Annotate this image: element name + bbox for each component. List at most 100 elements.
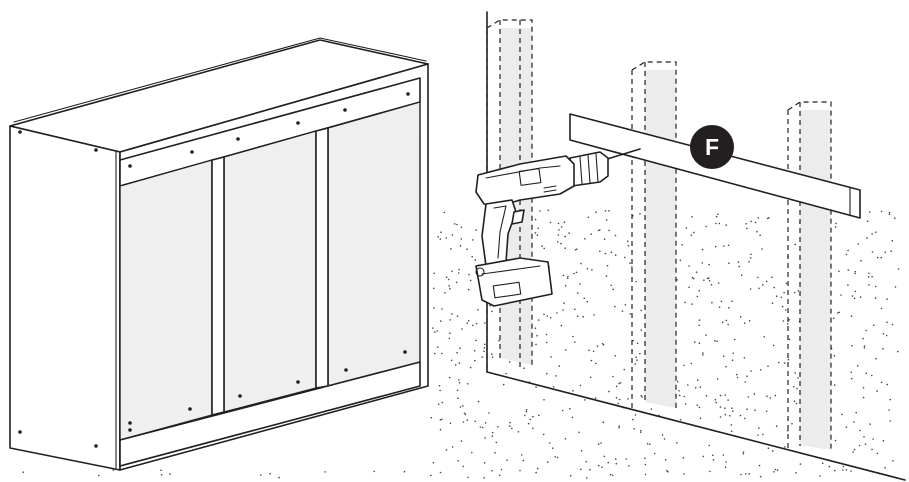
stipple-dot [594, 397, 597, 399]
stipple-dot [873, 324, 875, 327]
stipple-dot [441, 352, 443, 355]
stipple-dot [564, 247, 566, 249]
stipple-dot [434, 352, 436, 355]
stipple-dot [600, 442, 602, 444]
stipple-dot [875, 357, 877, 360]
stipple-dot [579, 283, 581, 285]
stipple-dot [535, 343, 537, 346]
stipple-dot [618, 382, 620, 385]
stipple-dot [834, 439, 837, 442]
stipple-dot [635, 280, 637, 283]
stipple-dot [758, 287, 760, 290]
stipple-dot [461, 328, 463, 330]
stipple-dot [748, 320, 751, 322]
stipple-dot [112, 469, 115, 471]
stipple-dot [545, 341, 548, 344]
stipple-dot [484, 437, 486, 439]
stipple-dot [859, 429, 861, 432]
stipple-dot [450, 359, 453, 362]
stipple-dot [441, 308, 443, 310]
stipple-dot [683, 395, 685, 398]
stipple-dot [460, 226, 463, 229]
stipple-dot [602, 421, 605, 424]
stipple-dot [850, 371, 852, 374]
stipple-dot [636, 342, 639, 345]
stipple-dot [463, 412, 466, 415]
stipple-dot [439, 238, 442, 240]
stipple-dot [569, 474, 572, 477]
stipple-dot [439, 320, 442, 322]
stipple-dot [708, 444, 710, 447]
stipple-dot [835, 222, 837, 225]
stipple-dot [772, 344, 775, 347]
stipple-dot [743, 322, 746, 324]
stipple-dot [469, 279, 472, 282]
stipple-dot [788, 319, 791, 321]
stipple-dot [629, 262, 631, 264]
stipple-dot [571, 416, 574, 419]
stipple-dot [739, 414, 742, 417]
stipple-dot [448, 337, 451, 340]
stipple-dot [621, 310, 624, 312]
stipple-dot [691, 303, 693, 305]
stipple-dot [736, 376, 739, 379]
stipple-dot [445, 276, 448, 279]
stipple-dot [731, 359, 734, 362]
stipple-dot [897, 268, 900, 270]
stipple-dot [687, 384, 689, 386]
stipple-dot [716, 378, 719, 380]
stipple-dot [640, 395, 642, 397]
stipple-dot [748, 261, 750, 263]
stipple-dot [595, 362, 597, 365]
stipple-dot [705, 394, 708, 397]
stipple-dot [440, 418, 443, 421]
stipple-dot [851, 344, 853, 347]
stipple-dot [562, 274, 565, 277]
stipple-dot [614, 354, 616, 357]
stipple-dot [635, 356, 637, 359]
stipple-dot [774, 394, 777, 397]
stipple-dot [850, 315, 853, 318]
stipple-dot [564, 284, 567, 287]
stipple-dot [739, 316, 742, 318]
stipple-dot [615, 397, 618, 399]
stipple-dot [603, 455, 606, 458]
stipple-dot [618, 427, 620, 429]
stipple-dot [678, 390, 680, 392]
stipple-dot [269, 472, 272, 475]
stipple-dot [763, 336, 765, 338]
stipple-dot [847, 269, 850, 271]
stipple-dot [619, 382, 622, 384]
stipple-dot [758, 464, 761, 467]
stipple-dot [483, 347, 486, 349]
stipple-dot [491, 435, 494, 437]
stipple-dot [582, 315, 585, 318]
stipple-dot [491, 353, 493, 355]
step-callout-letter: F [705, 134, 719, 160]
stipple-dot [880, 307, 883, 310]
stipple-dot [709, 470, 711, 473]
stipple-dot [586, 300, 589, 303]
stipple-dot [631, 266, 633, 268]
stipple-dot [628, 465, 630, 467]
stipple-dot [845, 253, 848, 256]
stipple-dot [676, 442, 678, 444]
screw-holes [18, 92, 410, 448]
stipple-dot [606, 264, 609, 267]
stipple-dot [543, 247, 545, 250]
stipple-dot [683, 364, 685, 367]
stipple-dot [794, 372, 796, 374]
stipple-dot [160, 474, 163, 476]
stipple-dot [586, 477, 588, 479]
stipple-dot [723, 245, 725, 247]
stipple-dot [508, 425, 511, 427]
stipple-dot [685, 227, 688, 229]
stipple-dot [534, 327, 537, 330]
stipple-dot [696, 295, 699, 298]
stipple-dot [615, 462, 618, 465]
stipple-dot [430, 416, 433, 419]
stipple-dot [466, 248, 468, 250]
stipple-dot [769, 397, 772, 399]
stipple-dot [724, 413, 727, 416]
stipple-dot [455, 281, 458, 284]
